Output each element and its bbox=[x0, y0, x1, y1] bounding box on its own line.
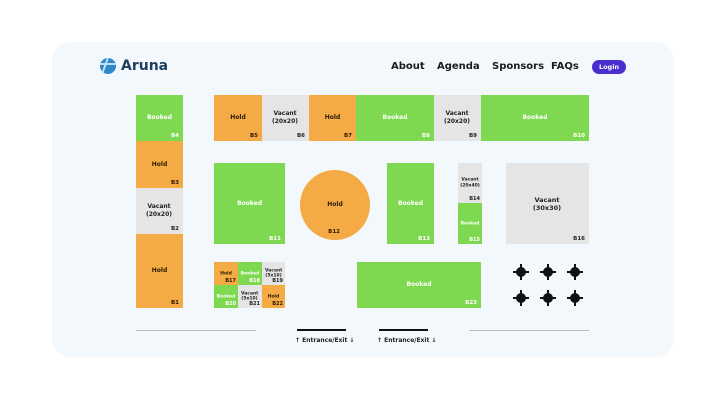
booth-status: Vacant (20x40) bbox=[460, 177, 480, 189]
booth-b5[interactable]: Hold B5 bbox=[214, 95, 262, 141]
wall-right bbox=[469, 330, 589, 331]
booth-status: Booked bbox=[382, 114, 408, 121]
booth-id: B21 bbox=[249, 301, 260, 307]
booth-id: B2 bbox=[170, 226, 179, 232]
booth-b16[interactable]: Vacant (30x30) B16 bbox=[506, 163, 589, 244]
booth-b18[interactable]: Booked B18 bbox=[238, 262, 262, 285]
booth-id: B13 bbox=[418, 236, 430, 242]
login-button[interactable]: Login bbox=[592, 60, 626, 74]
table-seat-icon bbox=[513, 264, 529, 280]
booth-status: Booked bbox=[236, 199, 262, 207]
booth-status: Booked bbox=[146, 114, 172, 121]
booth-b7[interactable]: Hold B7 bbox=[309, 95, 356, 141]
booth-status: Hold bbox=[151, 160, 168, 168]
booth-status: Hold bbox=[267, 293, 280, 299]
entrance-door bbox=[379, 329, 428, 331]
booth-id: B22 bbox=[272, 301, 283, 307]
booth-status: Booked bbox=[397, 199, 423, 207]
table-seat-icon bbox=[540, 264, 556, 280]
booth-id: B16 bbox=[573, 236, 585, 242]
booth-status: Hold bbox=[327, 201, 343, 208]
booth-id: B8 bbox=[421, 133, 430, 139]
entrance-label: ↑ Entrance/Exit ↓ bbox=[295, 337, 355, 344]
booth-b15[interactable]: Booked B15 bbox=[458, 203, 482, 244]
booth-id: B10 bbox=[573, 133, 585, 139]
booth-status: Vacant (5x10) bbox=[265, 268, 283, 279]
booth-b13[interactable]: Booked B13 bbox=[387, 163, 434, 244]
booth-id: B1 bbox=[170, 300, 179, 306]
booth-id: B5 bbox=[249, 133, 258, 139]
booth-status: Hold bbox=[324, 114, 341, 121]
booth-status: Hold bbox=[230, 114, 246, 121]
entrance-door bbox=[297, 329, 346, 331]
table-seat-icon bbox=[567, 264, 583, 280]
booth-id: B20 bbox=[225, 301, 236, 307]
booth-id: B9 bbox=[468, 133, 477, 139]
table-seat-icon bbox=[513, 290, 529, 306]
booth-b23[interactable]: Booked B23 bbox=[357, 262, 481, 308]
booth-id: B12 bbox=[328, 229, 340, 235]
booth-id: B6 bbox=[296, 133, 305, 139]
booth-status: Booked bbox=[460, 220, 480, 226]
nav-sponsors[interactable]: Sponsors bbox=[492, 61, 545, 72]
booth-b8[interactable]: Booked B8 bbox=[356, 95, 434, 141]
booth-b12[interactable]: Hold B12 bbox=[300, 170, 370, 240]
nav-faqs[interactable]: FAQs bbox=[551, 61, 579, 72]
booth-b14[interactable]: Vacant (20x40) B14 bbox=[458, 163, 482, 203]
booth-status: Vacant (20x20) bbox=[271, 110, 299, 125]
booth-status: Vacant (20x20) bbox=[443, 110, 471, 125]
booth-b11[interactable]: Booked B11 bbox=[214, 163, 285, 244]
booth-id: B11 bbox=[269, 236, 281, 242]
booth-status: Vacant (5x10) bbox=[241, 291, 259, 302]
booth-b22[interactable]: Hold B22 bbox=[262, 285, 285, 308]
booth-b1[interactable]: Hold B1 bbox=[136, 234, 183, 308]
wall-left bbox=[136, 330, 256, 331]
booth-id: B3 bbox=[170, 180, 179, 186]
nav-agenda[interactable]: Agenda bbox=[437, 61, 480, 72]
globe-icon bbox=[100, 58, 116, 74]
booth-b17[interactable]: Hold B17 bbox=[214, 262, 238, 285]
booth-b4[interactable]: Booked B4 bbox=[136, 95, 183, 141]
booth-id: B14 bbox=[469, 196, 480, 202]
booth-id: B18 bbox=[249, 278, 260, 284]
booth-status: Hold bbox=[220, 270, 232, 276]
booth-status: Booked bbox=[216, 293, 236, 299]
booth-id: B15 bbox=[469, 237, 480, 243]
booth-status: Vacant (30x30) bbox=[532, 195, 562, 212]
booth-id: B17 bbox=[225, 278, 236, 284]
nav-about[interactable]: About bbox=[391, 61, 425, 72]
booth-status: Hold bbox=[151, 267, 168, 274]
booth-b6[interactable]: Vacant (20x20) B6 bbox=[262, 95, 309, 141]
booth-b10[interactable]: Booked B10 bbox=[481, 95, 589, 141]
booth-b20[interactable]: Booked B20 bbox=[214, 285, 238, 308]
table-seat-icon bbox=[540, 290, 556, 306]
booth-id: B7 bbox=[343, 133, 352, 139]
booth-b19[interactable]: Vacant (5x10) B19 bbox=[262, 262, 285, 285]
brand-name: Aruna bbox=[121, 58, 169, 74]
logo[interactable]: Aruna bbox=[100, 58, 168, 74]
table-seat-icon bbox=[567, 290, 583, 306]
booth-status: Vacant (20x20) bbox=[145, 203, 173, 218]
booth-status: Booked bbox=[406, 281, 432, 288]
booth-b21[interactable]: Vacant (5x10) B21 bbox=[238, 285, 262, 308]
booth-b9[interactable]: Vacant (20x20) B9 bbox=[434, 95, 481, 141]
booth-status: Booked bbox=[522, 114, 548, 121]
booth-id: B23 bbox=[465, 300, 477, 306]
entrance-label: ↑ Entrance/Exit ↓ bbox=[377, 337, 437, 344]
booth-id: B4 bbox=[170, 133, 179, 139]
booth-b3[interactable]: Hold B3 bbox=[136, 141, 183, 188]
booth-b2[interactable]: Vacant (20x20) B2 bbox=[136, 188, 183, 234]
booth-status: Booked bbox=[240, 270, 260, 276]
booth-id: B19 bbox=[272, 278, 283, 284]
